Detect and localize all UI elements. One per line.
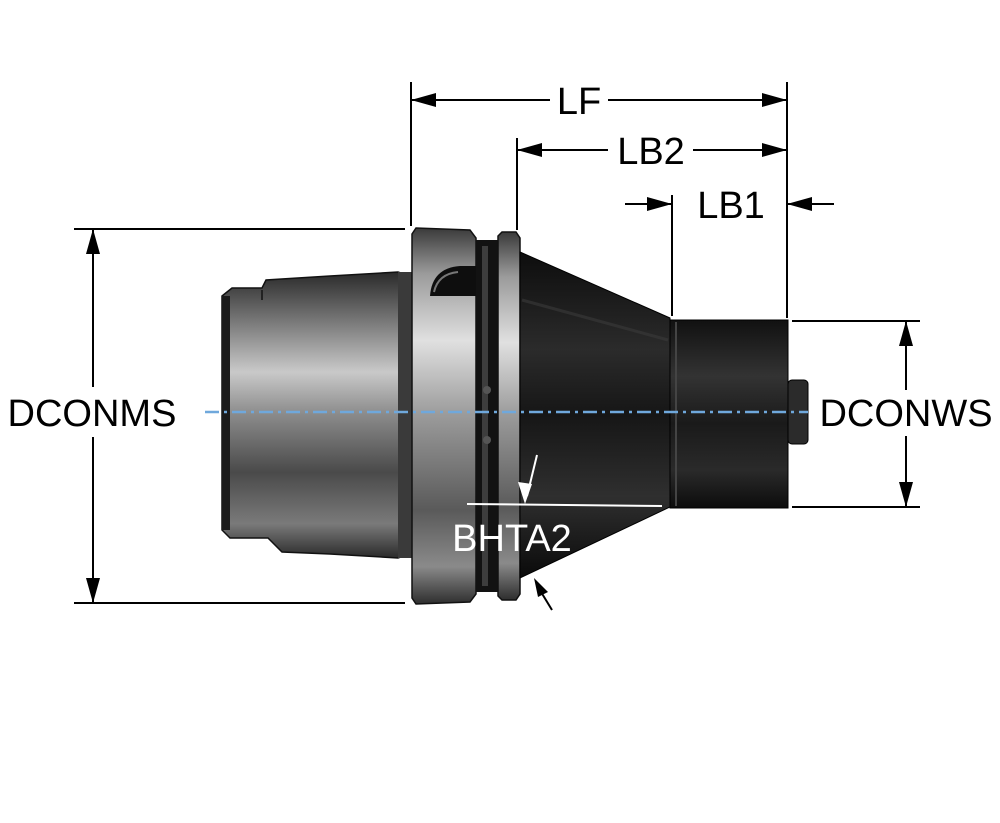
- shank-shoulder: [398, 272, 412, 558]
- label-dconms: DCONMS: [8, 393, 177, 435]
- label-bhta2: BHTA2: [452, 518, 572, 560]
- nose-cylinder: [669, 319, 789, 509]
- label-lb2: LB2: [617, 131, 685, 173]
- flange: [411, 227, 477, 605]
- ring: [497, 231, 521, 601]
- arrowheads: [86, 93, 913, 603]
- label-lf: LF: [557, 81, 601, 123]
- coolant-hole-lower: [483, 436, 491, 444]
- hsk-shank: [221, 271, 405, 559]
- bhta2-indicator: [466, 454, 663, 611]
- label-lb1: LB1: [697, 185, 765, 227]
- label-dconws: DCONWS: [819, 393, 992, 435]
- coolant-hole-upper: [483, 386, 491, 394]
